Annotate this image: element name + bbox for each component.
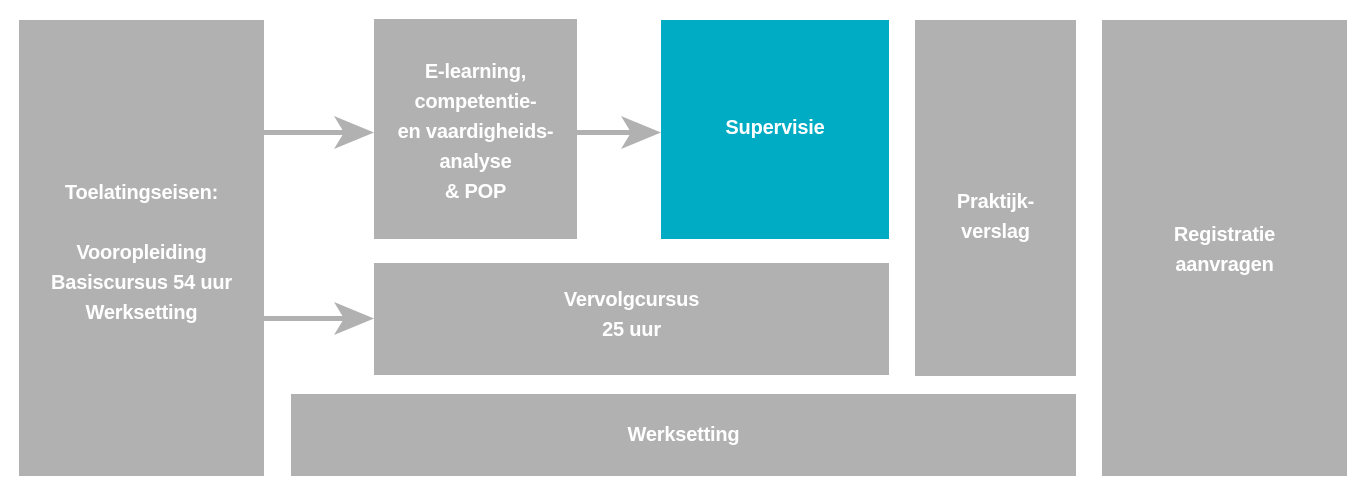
box-registratie-aanvragen: Registratie aanvragen: [1102, 20, 1347, 476]
arrow-head-icon: [621, 116, 661, 149]
box-vervolgcursus: Vervolgcursus 25 uur: [374, 263, 889, 375]
box-praktijkverslag: Praktijk- verslag: [915, 20, 1076, 376]
box-supervisie-label: Supervisie: [725, 117, 825, 139]
box-werksetting: Werksetting: [291, 394, 1076, 476]
box-vervolgcursus-label: Vervolgcursus 25 uur: [563, 289, 700, 341]
box-elearning-label: E-learning, competentie- en vaardigheids…: [397, 61, 554, 203]
arrow-shaft: [577, 130, 635, 135]
box-praktijkverslag-label: Praktijk- verslag: [956, 191, 1035, 243]
arrow-toelating-to-vervolg: [264, 302, 374, 335]
box-registratie-label: Registratie aanvragen: [1173, 224, 1276, 276]
arrow-head-icon: [334, 116, 374, 149]
box-elearning: E-learning, competentie- en vaardigheids…: [374, 19, 577, 239]
box-supervisie: Supervisie: [661, 20, 889, 239]
arrow-shaft: [264, 316, 344, 321]
box-toelatingseisen: Toelatingseisen: Vooropleiding Basiscurs…: [19, 20, 264, 476]
arrow-elearning-to-supervisie: [577, 116, 661, 149]
arrow-shaft: [264, 130, 344, 135]
box-werksetting-label: Werksetting: [627, 424, 740, 446]
arrow-toelating-to-elearning: [264, 116, 374, 149]
box-toelatingseisen-label: Toelatingseisen: Vooropleiding Basiscurs…: [51, 182, 232, 324]
arrow-head-icon: [334, 302, 374, 335]
